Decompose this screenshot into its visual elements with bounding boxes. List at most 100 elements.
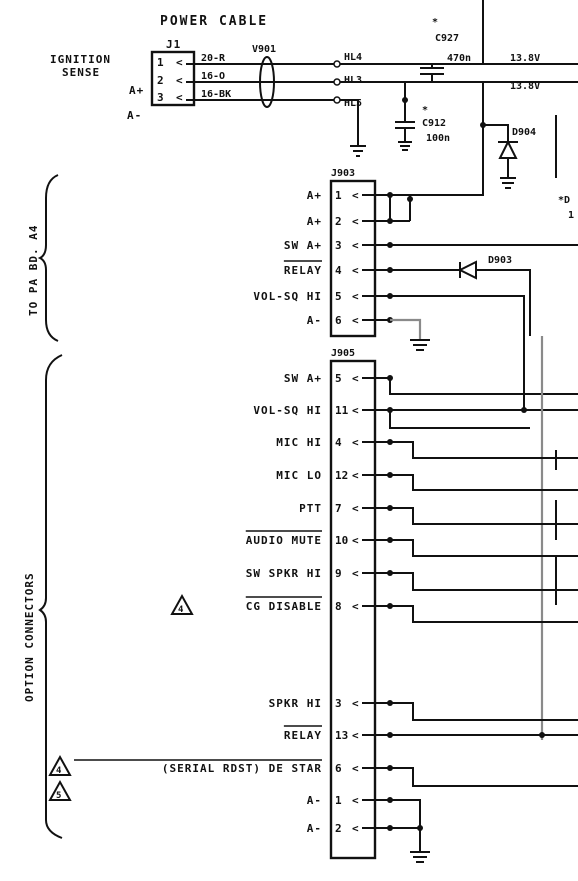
c912-cap — [395, 121, 415, 151]
c927-marker: * — [432, 17, 438, 28]
j905-pin-chevron: < — [352, 404, 359, 417]
partial-val: 1 — [568, 210, 574, 221]
j905-pin-label: AUDIO MUTE — [246, 534, 322, 547]
j903-pin-chevron: < — [352, 314, 359, 327]
j905-pin-chevron: < — [352, 794, 359, 807]
hl5-label: HL5 — [344, 98, 362, 109]
j905-pin-number: 2 — [335, 822, 342, 835]
j903-pin-label: VOL-SQ HI — [253, 290, 322, 303]
j903-aminus-wire — [390, 318, 422, 340]
j905-volsq-dot — [521, 407, 527, 413]
j905-aminus-wire — [390, 799, 421, 852]
voltage-label-2: 13.8V — [510, 81, 540, 92]
j905-pin-number: 9 — [335, 567, 342, 580]
j1-pin2-num: 2 — [157, 74, 164, 87]
triangle-warning-icon-3: 5 — [48, 779, 72, 801]
j905-pin-label: SW A+ — [284, 372, 322, 385]
j905-pin-number: 7 — [335, 502, 342, 515]
j1-pin3-label: A- — [127, 109, 142, 122]
j903-pin-chevron: < — [352, 215, 359, 228]
j1-connector-body — [150, 50, 196, 107]
j905-pin-number: 1 — [335, 794, 342, 807]
d904-ref: D904 — [512, 127, 536, 138]
j903-pin-label: SW A+ — [284, 239, 322, 252]
j1-chevron-2: < — [176, 74, 183, 87]
j905-aminus-dot — [417, 825, 423, 831]
j903-connector-body — [329, 179, 377, 338]
j905-group-label: OPTION CONNECTORS — [23, 572, 36, 702]
d904-wire — [483, 124, 509, 142]
j905-pin-number: 10 — [335, 534, 348, 547]
j905-swap-wire — [389, 378, 578, 395]
j905-pin-chevron: < — [352, 469, 359, 482]
j905-mic-lo-wire — [390, 474, 578, 491]
j905-pin-chevron: < — [352, 534, 359, 547]
j903-pin-chevron: < — [352, 239, 359, 252]
ignition-sense-label-1: IGNITION — [50, 53, 111, 66]
svg-text:5: 5 — [56, 791, 61, 801]
j905-ptt-wire — [390, 507, 578, 525]
j905-cg-wire — [390, 605, 578, 623]
node-hl3 — [333, 78, 341, 86]
j905-pin-chevron: < — [352, 436, 359, 449]
j903-pin-number: 3 — [335, 239, 342, 252]
j905-spkr-hi-wire — [390, 702, 578, 721]
j903-a-plus-dot — [407, 196, 413, 202]
j1-pin2-label: A+ — [129, 84, 144, 97]
wire-label-20r: 20-R — [201, 53, 226, 64]
j903-pin-number: 6 — [335, 314, 342, 327]
j1-pin3-num: 3 — [157, 91, 164, 104]
j1-chevron-3: < — [176, 91, 183, 104]
j905-pin-number: 12 — [335, 469, 348, 482]
c927-value: 470n — [447, 53, 471, 64]
j905-pin-number: 8 — [335, 600, 342, 613]
j905-pin-chevron: < — [352, 567, 359, 580]
j903-pin-label: A- — [307, 314, 322, 327]
j905-pin-label: A- — [307, 794, 322, 807]
j905-ground — [410, 851, 430, 863]
node-hl4 — [333, 60, 341, 68]
j1-ref: J1 — [166, 38, 181, 51]
voltage-label-1: 13.8V — [510, 53, 540, 64]
j903-group-bracket — [37, 174, 59, 342]
svg-text:4: 4 — [56, 766, 62, 776]
j905-ref: J905 — [331, 348, 355, 359]
j905-pin-label: A- — [307, 822, 322, 835]
j905-mic-hi-wire — [390, 441, 578, 459]
hl3-label: HL3 — [344, 75, 362, 86]
c927-cap — [420, 64, 444, 82]
j905-pin-chevron: < — [352, 729, 359, 742]
j905-pin-label: SW SPKR HI — [246, 567, 322, 580]
j905-pin-label: RELAY — [284, 729, 322, 742]
j905-relay-dot — [539, 732, 545, 738]
j903-group-label: TO PA BD. A4 — [27, 225, 40, 316]
j903-pin-label: RELAY — [284, 264, 322, 277]
j905-pin-label: VOL-SQ HI — [253, 404, 322, 417]
feed-a-plus — [390, 82, 484, 196]
d903-diode — [457, 260, 531, 336]
d904-diode — [498, 139, 518, 178]
j1-pin1-num: 1 — [157, 56, 164, 69]
c912-marker: * — [422, 105, 428, 116]
j905-pin-chevron: < — [352, 600, 359, 613]
j903-pin-chevron: < — [352, 189, 359, 202]
rail-hl5 — [340, 99, 359, 146]
j905-pin-label: SPKR HI — [269, 697, 322, 710]
j905-pin-number: 6 — [335, 762, 342, 775]
triangle-warning-icon-2: 4 — [48, 754, 72, 776]
j903-volsq-wire — [390, 295, 525, 410]
partial-ref: *D — [558, 195, 570, 206]
j903-ground — [410, 339, 430, 351]
wire-label-16bk: 16-BK — [201, 89, 231, 100]
j905-pin-number: 4 — [335, 436, 342, 449]
j905-pin-chevron: < — [352, 822, 359, 835]
j903-pin-chevron: < — [352, 290, 359, 303]
c927-ref: C927 — [435, 33, 459, 44]
ignition-sense-label-2: SENSE — [62, 66, 100, 79]
wire-label-16o: 16-O — [201, 71, 225, 82]
j905-pin-label: (SERIAL RDST) DE STAR — [162, 762, 322, 775]
ground-hl5 — [350, 145, 366, 157]
ferrite-bead — [259, 56, 275, 108]
